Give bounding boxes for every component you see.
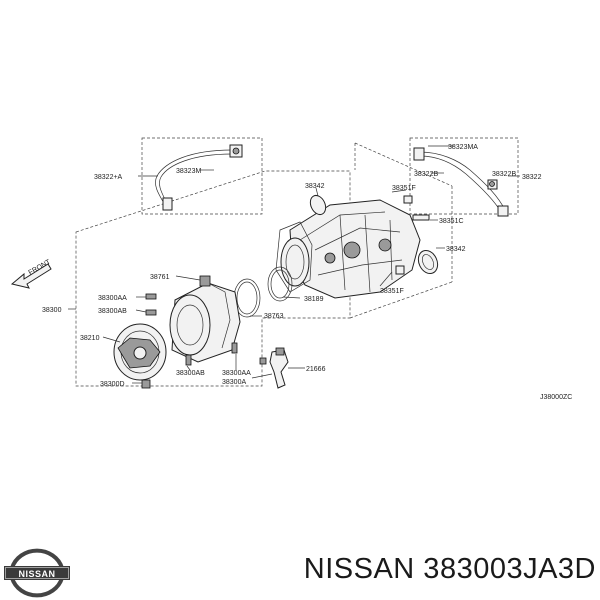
label-21666: 21666 (306, 366, 326, 373)
label-38300: 38300 (42, 307, 62, 314)
nissan-logo: NISSAN (4, 548, 70, 598)
bolts (141, 293, 267, 389)
leader-lines (68, 145, 520, 384)
main-assembly-frame (75, 170, 351, 387)
oil-seal-right-inner (421, 254, 435, 270)
label-38322: 38322 (522, 174, 542, 181)
label-38323m: 38323M (176, 168, 201, 175)
label-38300ab-top: 38300AB (98, 308, 127, 315)
breather-tube-right (413, 147, 509, 217)
label-38322b-right: 38322B (492, 171, 516, 178)
label-38210: 38210 (80, 335, 100, 342)
part-number-caption: NISSAN 383003JA3D (303, 553, 596, 585)
bracket-21666 (269, 347, 289, 389)
o-ring-38189-inner (270, 269, 290, 299)
breather-tube-left (155, 144, 243, 211)
companion-flange (113, 323, 167, 381)
label-38342-top: 38342 (305, 183, 325, 190)
label-38300a: 38300A (222, 379, 246, 386)
label-38300d: 38300D (100, 381, 125, 388)
label-38351f-top: 38351F (392, 185, 416, 192)
label-38342-right: 38342 (446, 246, 466, 253)
breather-right-frame (409, 137, 519, 215)
label-38189: 38189 (304, 296, 324, 303)
label-38761: 38761 (150, 274, 170, 281)
label-38322b-left: 38322B (414, 171, 438, 178)
oil-seal-right (417, 249, 439, 275)
reference-code: J38000ZC (540, 394, 572, 401)
gasket-38763-inner (236, 281, 258, 315)
label-38322-1a: 38322+A (94, 174, 123, 181)
label-38351c: 38351C (439, 218, 464, 225)
oil-seal-top (309, 194, 327, 216)
coupling-assembly (169, 275, 241, 363)
drain-plug-parts (395, 195, 430, 275)
label-38323ma: 38323MA (448, 144, 478, 151)
label-38300ab-bottom: 38300AB (176, 370, 205, 377)
front-arrow-icon (10, 263, 52, 289)
label-38763: 38763 (264, 313, 284, 320)
label-38300aa-bottom: 38300AA (222, 370, 251, 377)
label-38300aa-top: 38300AA (98, 295, 127, 302)
differential-housing (275, 199, 421, 299)
o-ring-38189 (267, 266, 293, 302)
label-38351f-bottom: 38351F (380, 288, 404, 295)
breather-left-frame (141, 137, 263, 215)
logo-text: NISSAN (18, 569, 55, 579)
